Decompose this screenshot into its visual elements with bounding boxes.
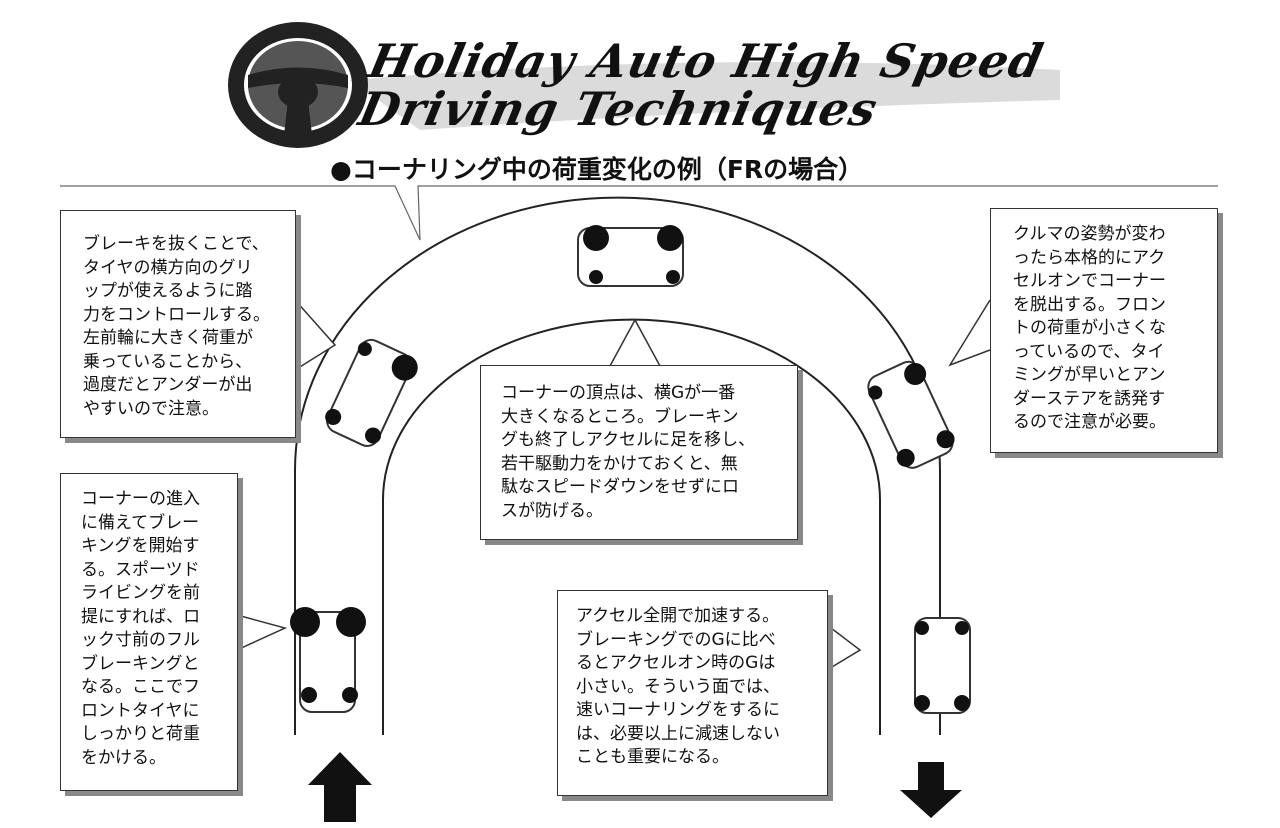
note-line: ブレーキを抜くことで、 <box>83 234 269 254</box>
car-turn-in <box>325 338 418 447</box>
note-line: グも終了しアクセルに足を移し、 <box>501 430 756 450</box>
note-entry: コーナーの進入 に備えてブレー キングを開始す る。スポーツド ライビングを前 … <box>60 473 238 791</box>
header-divider <box>60 185 1218 241</box>
road-inner-edge <box>382 318 881 735</box>
note-line: ったら本格的にアク <box>1013 247 1166 268</box>
note-line: やすいので注意。 <box>83 398 219 419</box>
logo-title-line2: Driving Techniques <box>354 82 883 136</box>
car-exit-turn <box>867 360 955 469</box>
pointer-top-right <box>948 299 991 367</box>
note-line: 駄なスピードダウンをせずにロ <box>501 477 739 497</box>
note-apex: コーナーの頂点は、横Gが一番 大きくなるところ。ブレーキン グも終了しアクセルに… <box>480 365 798 540</box>
note-line: に備えてブレー <box>81 512 200 533</box>
note-line: を脱出する。フロン <box>1013 294 1166 315</box>
note-line: ことも重要になる。 <box>576 747 729 767</box>
note-line: なる。ここでフ <box>81 677 200 697</box>
logo-title-line1: Holiday Auto High Speed <box>364 34 1049 88</box>
note-line: 大きくなるところ。ブレーキン <box>501 406 739 427</box>
note-exit: アクセル全開で加速する。 ブレーキングでのGに比べ るとアクセルオン時のGは 小… <box>557 590 828 796</box>
note-line: セルオンでコーナー <box>1013 271 1166 291</box>
note-line: 小さい。そういう面では、 <box>576 676 780 697</box>
note-line: クルマの姿勢が変わ <box>1013 224 1166 244</box>
note-line: る。スポーツド <box>81 559 200 580</box>
note-line: ロントタイヤに <box>81 700 200 721</box>
note-line: るとアクセルオン時のGは <box>576 653 776 673</box>
note-line: 力をコントロールする。 <box>83 304 270 325</box>
note-line: キングを開始す <box>81 536 200 556</box>
note-line: アクセル全開で加速する。 <box>576 606 780 626</box>
note-top-left: ブレーキを抜くことで、 タイヤの横方向のグリ ップが使えるように踏 力をコントロ… <box>60 210 296 438</box>
note-line: 提にすれば、ロ <box>81 606 201 627</box>
pointer-top-left <box>294 299 337 371</box>
note-top-right: クルマの姿勢が変わ ったら本格的にアク セルオンでコーナー を脱出する。フロン … <box>990 208 1218 453</box>
note-line: ライビングを前 <box>81 583 200 603</box>
note-line: ップが使えるように踏 <box>83 281 253 301</box>
car-entry <box>290 607 366 713</box>
note-line: 若干駆動力をかけておくと、無 <box>501 453 738 474</box>
note-line: ブレーキングと <box>81 653 200 674</box>
note-line: ブレーキングでのGに比べ <box>576 629 776 650</box>
logo-brush-stroke <box>350 62 1060 130</box>
pointer-exit <box>826 624 862 671</box>
note-line: コーナーの頂点は、横Gが一番 <box>501 383 736 403</box>
note-line: ダーステアを誘発す <box>1013 388 1166 409</box>
note-line: 過度だとアンダーが出 <box>83 375 253 395</box>
note-line: 左前輪に大きく荷重が <box>83 328 253 348</box>
arrow-up-icon <box>308 752 372 822</box>
note-line: トの荷重が小さくな <box>1013 318 1166 338</box>
steering-wheel-icon <box>228 22 368 148</box>
pointer-entry <box>236 614 288 651</box>
pointer-apex <box>609 318 661 367</box>
car-apex <box>577 225 684 287</box>
note-line: ック寸前のフル <box>81 630 200 650</box>
arrow-down-icon <box>900 762 962 818</box>
car-exit <box>914 617 971 714</box>
note-line: っているので、タイ <box>1013 341 1165 362</box>
note-line: タイヤの横方向のグリ <box>83 257 253 278</box>
note-line: スが防げる。 <box>501 500 603 521</box>
note-line: コーナーの進入 <box>81 489 200 509</box>
note-line: 速いコーナリングをするに <box>576 700 780 720</box>
note-line: をかける。 <box>81 747 166 768</box>
note-line: しっかりと荷重 <box>81 724 200 744</box>
note-line: は、必要以上に減速しない <box>576 723 780 744</box>
note-line: ミングが早いとアン <box>1013 365 1166 385</box>
note-line: るので注意が必要。 <box>1013 412 1166 432</box>
diagram-subtitle: ●コーナリング中の荷重変化の例（FRの場合） <box>330 155 864 184</box>
note-line: 乗っていることから、 <box>83 351 253 372</box>
